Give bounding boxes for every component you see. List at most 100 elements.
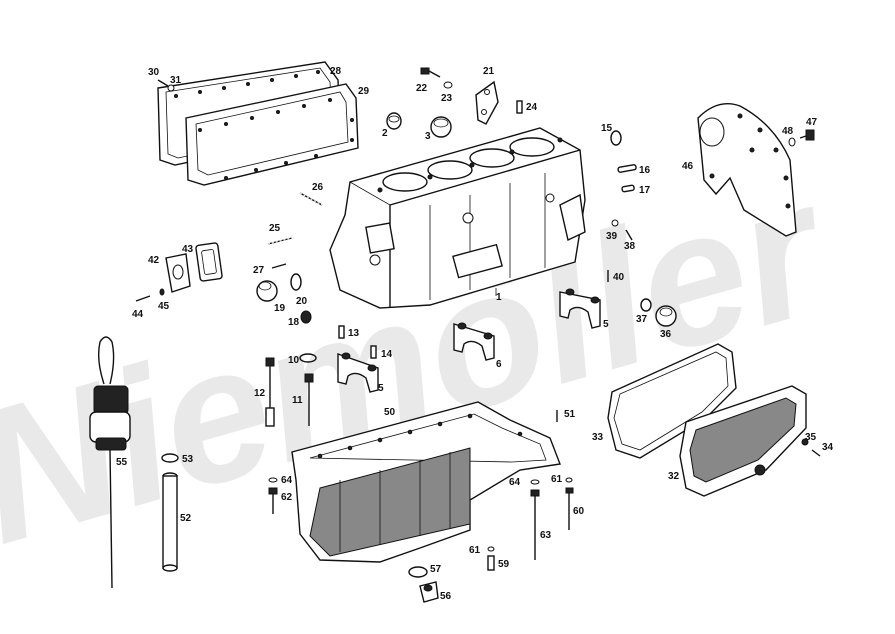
stud-26 xyxy=(299,192,323,206)
plug-18 xyxy=(300,310,312,324)
drain-plug-56 xyxy=(419,581,439,603)
label-part-26: 26 xyxy=(312,182,324,193)
timing-cover-plate-46 xyxy=(697,103,797,237)
label-part-62: 62 xyxy=(281,492,293,503)
label-part-64-left: 64 xyxy=(281,475,293,486)
pin-17 xyxy=(621,184,635,193)
label-part-59: 59 xyxy=(498,559,510,570)
label-part-43: 43 xyxy=(182,244,194,255)
sleeve-27 xyxy=(271,263,287,269)
label-part-14: 14 xyxy=(381,349,393,360)
label-part-61-right: 61 xyxy=(551,474,563,485)
label-part-5-right: 5 xyxy=(603,319,609,330)
plug-19 xyxy=(256,280,278,302)
label-part-64-right: 64 xyxy=(509,477,521,488)
screw-35-34 xyxy=(801,438,821,457)
label-part-23: 23 xyxy=(441,93,453,104)
label-part-57: 57 xyxy=(430,564,442,575)
washer-45 xyxy=(159,288,165,296)
label-part-39: 39 xyxy=(606,231,618,242)
label-part-18: 18 xyxy=(288,317,300,328)
label-part-15: 15 xyxy=(601,123,613,134)
label-part-51: 51 xyxy=(564,409,576,420)
screw-44 xyxy=(135,295,151,302)
label-part-5-left: 5 xyxy=(378,383,384,394)
label-part-11: 11 xyxy=(292,395,303,406)
gasket-43 xyxy=(195,242,223,282)
ring-57 xyxy=(408,566,428,578)
label-part-40: 40 xyxy=(613,272,625,283)
label-part-60: 60 xyxy=(573,506,585,517)
label-part-31: 31 xyxy=(170,75,182,86)
label-part-55: 55 xyxy=(116,457,128,468)
stud-25 xyxy=(267,237,293,245)
bolt-12 xyxy=(265,357,275,427)
label-part-46: 46 xyxy=(682,161,694,172)
label-part-42: 42 xyxy=(148,255,160,266)
screw-59 xyxy=(487,555,495,571)
washer-10 xyxy=(299,353,317,363)
bearing-cap-6 xyxy=(453,322,495,361)
label-part-36: 36 xyxy=(660,329,672,340)
sump-cover-32 xyxy=(679,385,807,497)
gasket-15 xyxy=(610,130,622,146)
label-part-12: 12 xyxy=(254,388,266,399)
pin-16 xyxy=(617,164,637,173)
pin-24 xyxy=(516,100,523,114)
guide-tube-52 xyxy=(162,472,178,572)
label-part-28: 28 xyxy=(330,66,342,77)
label-part-10: 10 xyxy=(288,355,300,366)
sleeve-14 xyxy=(370,345,377,359)
label-part-61-left: 61 xyxy=(469,545,481,556)
label-part-17: 17 xyxy=(639,185,651,196)
oil-pan-50 xyxy=(291,401,561,563)
label-part-20: 20 xyxy=(296,296,308,307)
label-part-50: 50 xyxy=(384,407,396,418)
label-part-35: 35 xyxy=(805,432,817,443)
plug-36 xyxy=(655,305,677,327)
label-part-13: 13 xyxy=(348,328,360,339)
label-part-30: 30 xyxy=(148,67,160,78)
cover-42 xyxy=(165,253,191,293)
side-cover-plate-29 xyxy=(185,83,359,186)
plug-3 xyxy=(430,116,452,138)
ring-37 xyxy=(640,298,652,312)
washer-64-right xyxy=(530,479,540,485)
label-part-2: 2 xyxy=(382,128,388,139)
label-part-1: 1 xyxy=(496,292,502,303)
label-part-45: 45 xyxy=(158,301,170,312)
label-part-48: 48 xyxy=(782,126,794,137)
ring-53 xyxy=(161,453,179,463)
label-part-37: 37 xyxy=(636,314,648,325)
bolt-62 xyxy=(268,487,278,514)
label-part-19: 19 xyxy=(274,303,286,314)
bolt-47 xyxy=(799,129,815,141)
washer-61-right xyxy=(565,477,573,483)
bolt-63 xyxy=(530,489,540,560)
label-part-16: 16 xyxy=(639,165,651,176)
bolt-60 xyxy=(565,487,574,530)
label-part-38: 38 xyxy=(624,241,636,252)
label-part-52: 52 xyxy=(180,513,192,524)
label-part-25: 25 xyxy=(269,223,281,234)
screw-30-31 xyxy=(157,79,175,92)
engine-block-1 xyxy=(329,127,586,309)
bolt-22 xyxy=(420,67,441,78)
washer-23 xyxy=(443,81,453,89)
label-part-53: 53 xyxy=(182,454,194,465)
label-part-24: 24 xyxy=(526,102,538,113)
label-part-44: 44 xyxy=(132,309,144,320)
bearing-cap-5-left xyxy=(337,352,379,393)
label-part-3: 3 xyxy=(425,131,431,142)
sleeve-13 xyxy=(338,325,345,339)
label-part-21: 21 xyxy=(483,66,495,77)
washer-48 xyxy=(788,137,796,147)
plug-2 xyxy=(386,112,402,130)
label-part-63: 63 xyxy=(540,530,552,541)
label-part-27: 27 xyxy=(253,265,265,276)
dipstick-55 xyxy=(89,336,131,589)
ring-20 xyxy=(290,273,302,291)
bolt-11 xyxy=(304,373,314,426)
